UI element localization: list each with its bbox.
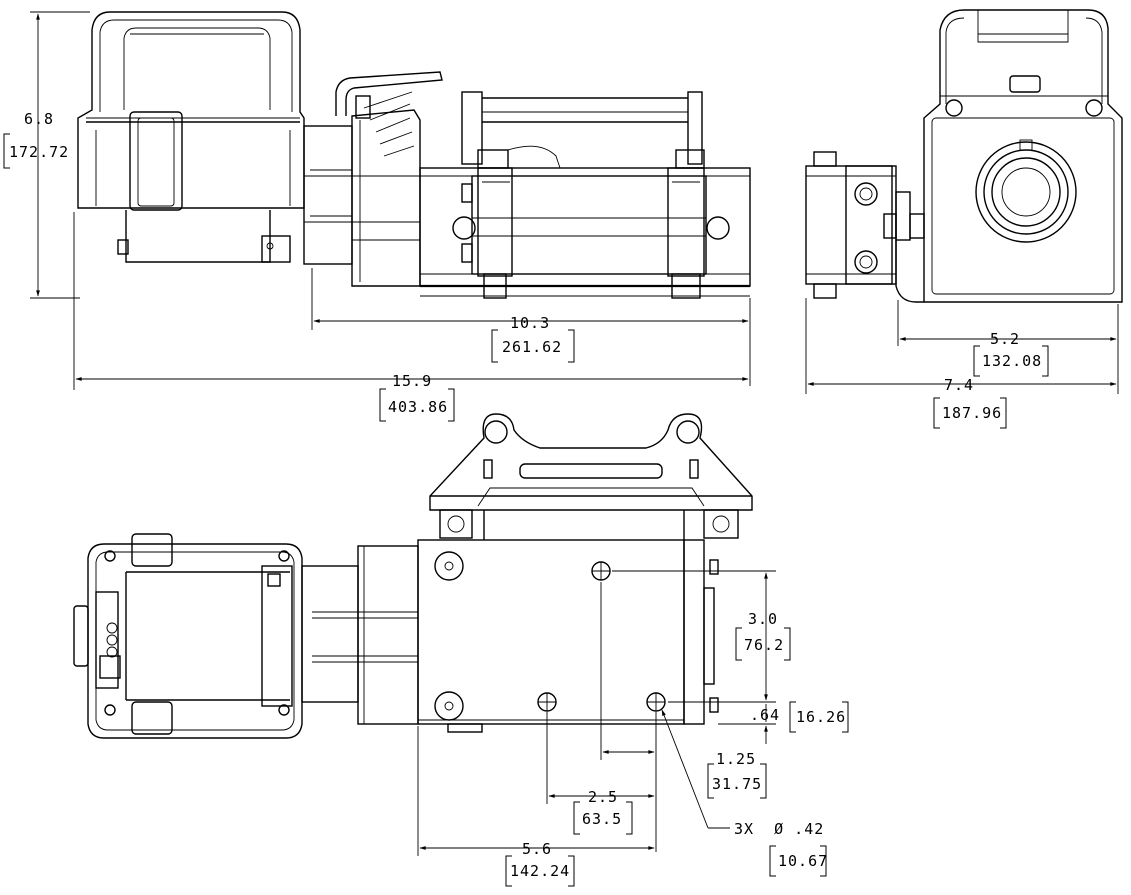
height-inch-label: 6.8 [24,110,54,128]
base-length-inch-label: 5.6 [522,840,552,858]
mounting-hole-left [537,692,557,712]
mounting-hole-top [591,561,611,581]
bracket-width-mm-label: 132.08 [982,352,1042,370]
edge-offset-mm-label: 16.26 [796,708,846,726]
metric-brackets [3,133,1049,887]
overall-length-mm-label: 403.86 [388,398,448,416]
dimension-labels: 6.8 172.72 10.3 261.62 15.9 403.86 5.2 1… [9,110,1042,880]
drum-length-mm-label: 261.62 [502,338,562,356]
mounting-hole-right [646,692,666,712]
top-view [73,413,753,739]
hole-horizontal-mm-label: 31.75 [712,775,762,793]
hole-vertical-inch-label: 3.0 [748,610,778,628]
height-mm-label: 172.72 [9,143,69,161]
overall-width-inch-label: 7.4 [944,376,974,394]
base-length-mm-label: 142.24 [510,862,570,880]
hole-pitch-mm-label: 63.5 [582,810,622,828]
side-view [77,11,751,299]
overall-width-mm-label: 187.96 [942,404,1002,422]
hole-diameter-mm-label: 10.67 [778,852,828,870]
edge-offset-inch-label: .64 [750,706,780,724]
hole-horizontal-inch-label: 1.25 [716,750,756,768]
hole-pitch-inch-label: 2.5 [588,788,618,806]
overall-length-inch-label: 15.9 [392,372,432,390]
hole-spec-label: 3X Ø .42 [734,820,824,838]
hole-vertical-mm-label: 76.2 [744,636,784,654]
end-view [805,9,1123,303]
dimension-lines [30,11,1119,856]
drum-length-inch-label: 10.3 [510,314,550,332]
bracket-width-inch-label: 5.2 [990,330,1020,348]
